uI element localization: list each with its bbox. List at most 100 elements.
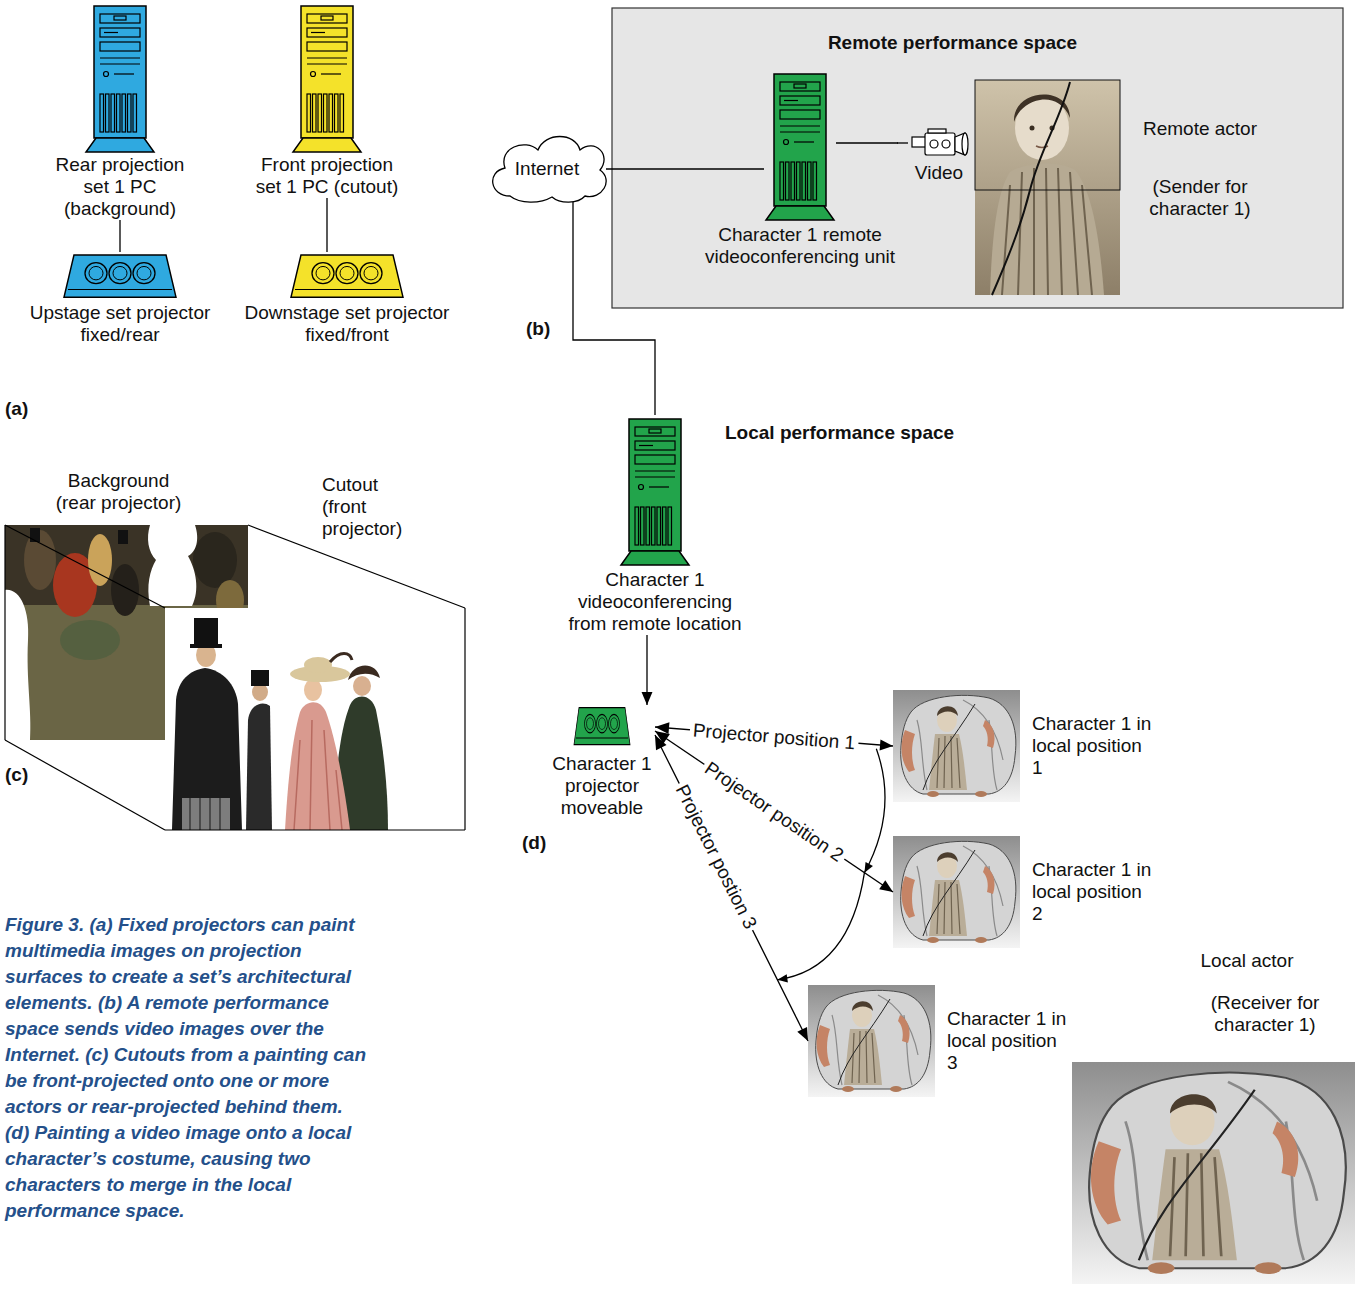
node-label: Remote performance space bbox=[612, 32, 1293, 54]
pc-tower: Rear projection set 1 PC (background) bbox=[45, 4, 195, 220]
projector-icon bbox=[574, 708, 630, 745]
projection-outline bbox=[464, 608, 465, 830]
merged-character-image bbox=[1072, 1062, 1355, 1284]
node-label: Character 1 remote videoconferencing uni… bbox=[703, 224, 897, 268]
connector bbox=[327, 198, 328, 252]
connector bbox=[897, 143, 908, 144]
node-label: Internet bbox=[515, 158, 579, 180]
panel-letter: (b) bbox=[526, 318, 550, 340]
node-label: Character 1 in local position 3 bbox=[947, 1008, 1070, 1074]
painting-background bbox=[5, 590, 30, 740]
icon-space bbox=[232, 252, 462, 302]
painting-cutout bbox=[348, 665, 380, 680]
projected-image: Character 1 in local position 2 bbox=[893, 836, 1155, 948]
projector-icon bbox=[291, 255, 403, 297]
actor-photo bbox=[992, 82, 1070, 295]
painting-cutout bbox=[251, 670, 269, 686]
computer-icon bbox=[86, 6, 154, 152]
painting-cutout bbox=[194, 618, 218, 646]
painting-cutout bbox=[330, 654, 352, 663]
painting-cutout bbox=[304, 679, 322, 701]
painting-background bbox=[118, 530, 128, 544]
merged-character-image bbox=[893, 836, 1020, 948]
pc-tower: Character 1 remote videoconferencing uni… bbox=[703, 72, 897, 268]
node-label: Video bbox=[908, 162, 970, 184]
connector-line bbox=[897, 142, 908, 143]
connector bbox=[606, 169, 703, 170]
node-label: Character 1 videoconferencing from remot… bbox=[565, 569, 745, 635]
image-space bbox=[893, 690, 1020, 802]
performance-space: Remote performance spaceCharacter 1 remo… bbox=[612, 8, 1343, 308]
connector bbox=[573, 202, 655, 415]
figure-caption: Figure 3. (a) Fixed projectors can paint… bbox=[5, 912, 367, 1224]
arrowhead bbox=[655, 735, 667, 750]
projector: Upstage set projector fixed/rear bbox=[20, 252, 220, 346]
pc-tower: Front projection set 1 PC (cutout) bbox=[252, 4, 402, 198]
label-column: Character 1 in local position 2 bbox=[1032, 859, 1155, 925]
computer-icon bbox=[766, 74, 834, 220]
arrowhead bbox=[642, 692, 653, 705]
projection-label: Cutout (front projector) bbox=[322, 474, 417, 540]
edge-label: Projector position 1 bbox=[689, 719, 859, 754]
video-camera: Video bbox=[908, 126, 970, 184]
projection-outline bbox=[4, 525, 5, 740]
painting-background bbox=[193, 532, 237, 588]
connector-line bbox=[606, 168, 703, 169]
painting-cutout bbox=[353, 676, 371, 696]
video-camera-icon bbox=[925, 133, 955, 155]
node-label: Character 1 in local position 2 bbox=[1032, 859, 1155, 925]
projection-outline bbox=[5, 525, 465, 830]
node-note: (Sender for character 1) bbox=[1135, 176, 1265, 220]
icon-space bbox=[908, 126, 970, 162]
connector-line bbox=[326, 198, 327, 252]
internet-cloud: Internet bbox=[488, 136, 606, 202]
movement-arrow bbox=[777, 749, 885, 983]
computer-icon bbox=[293, 6, 361, 152]
node-label: Front projection set 1 PC (cutout) bbox=[252, 154, 402, 198]
painting-cutout bbox=[165, 608, 465, 830]
label-column: Remote actor(Sender for character 1) bbox=[1135, 80, 1265, 220]
projection-outline bbox=[5, 740, 165, 830]
image-space bbox=[975, 80, 1120, 295]
projected-image: Character 1 in local position 3 bbox=[808, 985, 1070, 1097]
painting-cutout bbox=[172, 668, 242, 830]
image-space bbox=[808, 985, 935, 1097]
painting-cutout bbox=[285, 702, 350, 830]
actor-photo bbox=[975, 80, 1120, 190]
connector bbox=[642, 635, 653, 705]
painting-cutout bbox=[165, 608, 465, 830]
actor-photo: Remote actor(Sender for character 1) bbox=[975, 80, 1265, 295]
projection-label: Background (rear projector) bbox=[51, 470, 186, 514]
icon-space bbox=[20, 252, 220, 302]
panel-letter: (d) bbox=[522, 832, 546, 854]
projected-image: Character 1 in local position 1 bbox=[893, 690, 1155, 802]
arrowhead bbox=[879, 880, 893, 892]
icon-space bbox=[252, 4, 402, 154]
painting-cutout bbox=[190, 798, 220, 830]
computer-icon bbox=[86, 6, 834, 565]
actor-image: Local actor(Receiver for character 1) bbox=[1072, 950, 1355, 1284]
video-camera-icon bbox=[912, 129, 968, 155]
label-column: Character 1 in local position 1 bbox=[1032, 713, 1155, 779]
actor-photo bbox=[975, 80, 1120, 295]
projector: Downstage set projector fixed/front bbox=[232, 252, 462, 346]
merged-character-image bbox=[808, 985, 935, 1097]
projector: Character 1 projector moveable bbox=[549, 705, 655, 819]
merged-character-image bbox=[808, 690, 1355, 1284]
actor-photo bbox=[1030, 126, 1035, 131]
icon-space bbox=[703, 72, 897, 224]
wire-stub bbox=[703, 168, 764, 169]
arrowhead bbox=[797, 1027, 808, 1041]
performance-space-panel bbox=[612, 8, 1343, 308]
projection-outline bbox=[5, 525, 165, 608]
video-camera-icon bbox=[930, 140, 938, 148]
painting-cutout bbox=[294, 720, 342, 830]
node-label: Character 1 in local position 1 bbox=[1032, 713, 1155, 779]
actor-photo bbox=[975, 80, 1120, 295]
connector-line bbox=[573, 202, 655, 415]
node-label: Rear projection set 1 PC (background) bbox=[45, 154, 195, 220]
video-camera-icon bbox=[962, 133, 968, 155]
connector-line bbox=[119, 220, 120, 252]
projector-icon bbox=[64, 255, 176, 297]
